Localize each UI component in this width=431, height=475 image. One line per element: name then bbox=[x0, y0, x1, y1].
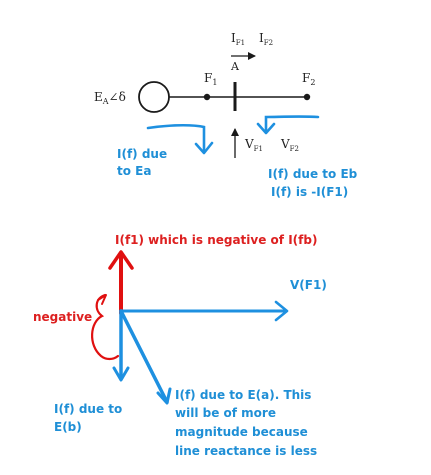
vf1-phasor-arrowhead bbox=[274, 300, 289, 322]
current-if1-label: IF1 bbox=[231, 31, 245, 47]
negative-bracket-arrowhead bbox=[97, 294, 107, 305]
current-if2-label: IF2 bbox=[259, 31, 273, 47]
note-if-due-ea-line1: I(f) due bbox=[117, 147, 167, 161]
node-f2-label: F2 bbox=[302, 71, 315, 87]
voltage-source-circle bbox=[138, 81, 170, 113]
negative-bracket bbox=[91, 293, 120, 361]
source-label: EA∠δ bbox=[94, 90, 126, 106]
node-f1-label: F1 bbox=[204, 71, 217, 87]
node-f1-dot bbox=[203, 93, 211, 101]
if-due-ea-arrowhead bbox=[194, 141, 214, 155]
circuit-schematic: EA∠δ F1 A F2 IF1 IF2 VF1 VF2 bbox=[94, 31, 315, 158]
note-if-due-eb-line1: I(f) due to Eb bbox=[268, 167, 358, 181]
node-a-label: A bbox=[230, 60, 240, 73]
voltage-vf1-label: VF1 bbox=[244, 137, 263, 153]
if1-phasor-arrowhead bbox=[108, 250, 134, 270]
node-f2-dot bbox=[303, 93, 311, 101]
voltage-vf2-label: VF2 bbox=[280, 137, 299, 153]
note-if-due-ea-line2: to Ea bbox=[117, 164, 151, 178]
if-eb-phasor-arrowhead bbox=[112, 366, 130, 382]
if-due-eb-arrow bbox=[264, 115, 320, 132]
note-if-due-eb-line2: I(f) is -I(F1) bbox=[271, 185, 348, 199]
if-due-ea-arrow bbox=[146, 123, 206, 152]
if-ea-phasor-arrowhead bbox=[156, 387, 172, 405]
if-ea-label-line2: will be of more bbox=[175, 406, 276, 420]
if-due-eb-arrowhead bbox=[256, 122, 276, 135]
phasor-diagram: I(f1) which is negative of I(fb) V(F1) n… bbox=[33, 233, 327, 458]
negative-label: negative bbox=[33, 310, 92, 324]
if-ea-label-line4: line reactance is less bbox=[175, 444, 317, 458]
if-eb-label-line2: E(b) bbox=[54, 420, 82, 434]
if-ea-label-line3: magnitude because bbox=[175, 425, 308, 439]
if1-phasor-label: I(f1) which is negative of I(fb) bbox=[115, 233, 317, 247]
if-eb-label-line1: I(f) due to bbox=[54, 402, 122, 416]
if-ea-label-line1: I(f) due to E(a). This bbox=[175, 388, 311, 402]
if-ea-phasor-line bbox=[119, 309, 169, 404]
vf1-phasor-label: V(F1) bbox=[290, 278, 327, 292]
circuit-annotations: I(f) due to Ea I(f) due to Eb I(f) is -I… bbox=[117, 115, 358, 199]
